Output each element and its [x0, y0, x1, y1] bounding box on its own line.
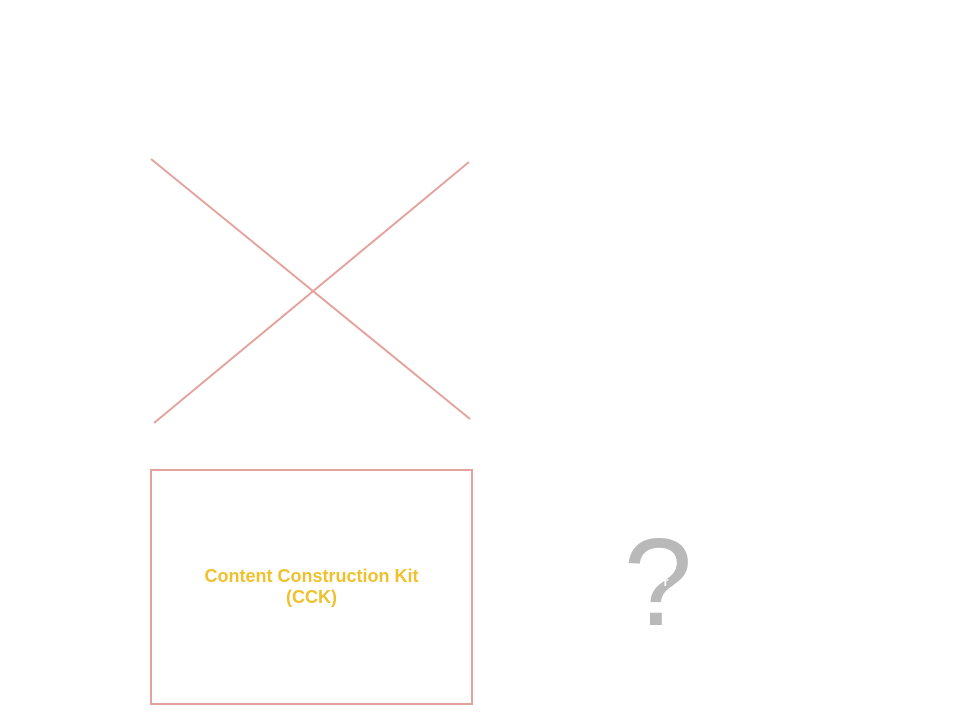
- cck-label-line2: (CCK): [286, 587, 337, 607]
- question-overlay-text: o r: [650, 574, 670, 589]
- cross-line-descending: [150, 158, 471, 420]
- cross-line-ascending: [153, 161, 470, 424]
- cck-box: Content Construction Kit (CCK): [150, 469, 473, 705]
- cck-label-line1: Content Construction Kit: [204, 566, 419, 586]
- question-mark-icon: ?: [623, 514, 693, 652]
